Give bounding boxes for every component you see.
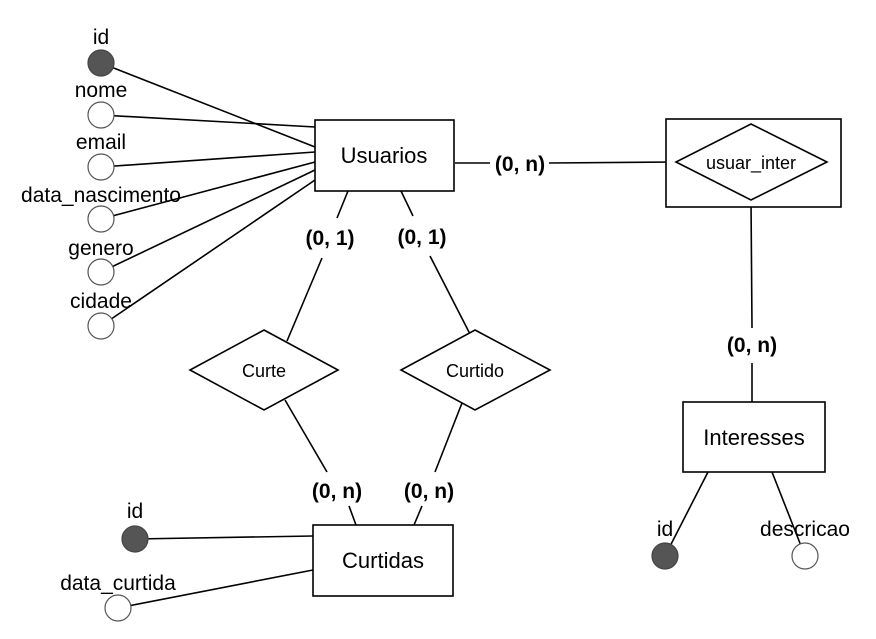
attribute-labels: id nome email data_nascimento genero cid… [21,26,850,595]
entity-usuarios-box [314,119,455,192]
relationship-usuar-inter[interactable]: usuar_inter [665,118,842,208]
cardinality-usuarios-curtido: (0, 1) [397,226,446,249]
attributes-interesses [651,542,819,570]
entity-usuarios[interactable]: Usuarios [314,119,455,192]
connector-usuarios-email [100,151,316,168]
attr-usuarios-nome-label: nome [75,79,128,102]
cardinality-labels: (0, 1) (0, 1) (0, n) (0, n) (0, n) (0, n… [305,153,777,503]
attr-curtidas-data-curtida-dot [104,594,132,622]
cardinality-curtido-curtidas: (0, n) [404,480,454,503]
attr-usuarios-genero-label: genero [68,237,133,260]
attr-interesses-descricao-label: descricao [760,518,850,541]
connector-usuarios-curte-bottom [286,257,323,342]
connector-curtido-curtidas-top [434,402,463,473]
connector-usuarios-cidade [100,179,316,327]
connector-interesses-descricao [771,471,806,557]
attr-usuarios-id-key-dot [87,49,115,77]
relationship-curtido-label: Curtido [446,361,504,381]
connector-curtido-curtidas-bottom [413,505,423,526]
connector-usuarios-genero [100,169,316,273]
entity-curtidas-box [312,524,454,597]
attr-usuarios-nome-dot [87,101,115,129]
connector-curtidas-data-curtida [117,569,314,609]
attributes-usuarios [87,49,115,340]
attr-curtidas-data-curtida-label: data_curtida [60,572,176,595]
entity-interesses-label: Interesses [703,425,805,450]
connector-usuarios-curtido-bottom [429,255,471,335]
connector-curtidas-id [134,535,314,540]
cardinality-usuar-inter-interesses: (0, n) [727,334,777,357]
cardinality-usuarios-curte: (0, 1) [305,227,354,250]
attr-curtidas-id-key-dot [121,525,149,553]
connector-usuarios-id [100,62,316,148]
attr-usuarios-genero-dot [87,258,115,286]
connector-curte-curtidas-top [284,399,328,473]
attr-usuarios-data-nascimento-dot [87,205,115,233]
attr-usuarios-id-label: id [93,26,109,49]
attr-interesses-id-key-dot [651,542,679,570]
cardinality-usuarios-usuar-inter: (0, n) [495,153,545,176]
attr-interesses-descricao-dot [791,542,819,570]
attr-usuarios-email-label: email [76,131,126,154]
connector-usuarios-curtido-top [400,190,414,217]
relationship-usuar-inter-label: usuar_inter [706,153,796,174]
entity-interesses-box [682,401,826,473]
attr-usuarios-data-nascimento-label: data_nascimento [21,184,181,207]
attr-curtidas-id-label: id [127,500,143,523]
relationship-curte[interactable]: Curte [188,329,340,411]
attr-usuarios-cidade-label: cidade [70,290,132,313]
entity-usuarios-label: Usuarios [341,143,428,168]
connectors [100,62,806,609]
relationship-curte-diamond [188,329,340,411]
attributes-curtidas [104,525,149,622]
connector-curte-curtidas-bottom [348,505,357,526]
entity-interesses[interactable]: Interesses [682,401,826,473]
connector-usuarios-nome [100,114,316,128]
relationship-usuar-inter-diamond [674,123,829,201]
connector-usuarios-usuar-inter-right [548,161,677,164]
relationship-curtido[interactable]: Curtido [399,329,552,411]
entity-curtidas-label: Curtidas [342,548,424,573]
connector-interesses-id [664,471,709,557]
connector-usuar-inter-interesses-top [750,199,753,329]
connector-usuarios-curte-top [336,190,349,219]
relationship-curtido-diamond [399,329,552,411]
connector-usuarios-data-nascimento [100,161,316,220]
cardinality-curte-curtidas: (0, n) [312,480,362,503]
attr-interesses-id-label: id [657,518,673,541]
attr-usuarios-email-dot [87,153,115,181]
relationship-curte-label: Curte [242,361,286,381]
attr-usuarios-cidade-dot [87,312,115,340]
entity-curtidas[interactable]: Curtidas [312,524,454,597]
